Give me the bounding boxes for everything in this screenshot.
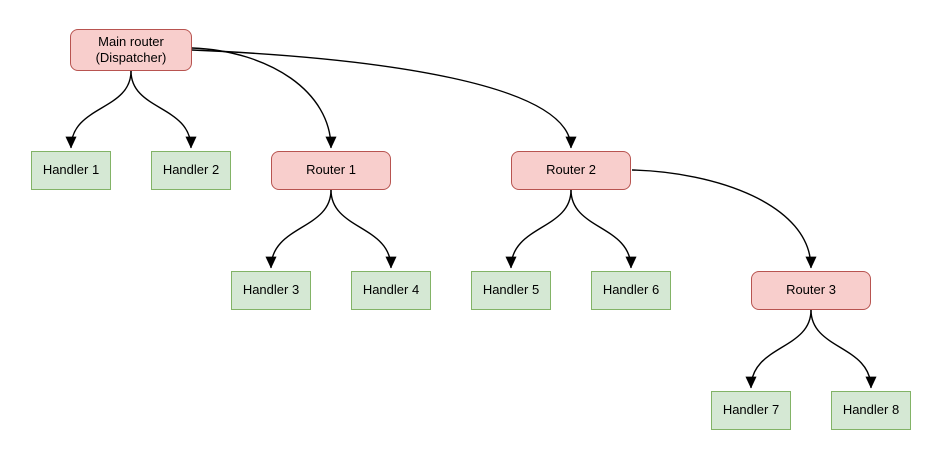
edge-router-1-to-handler-4 [330,189,397,269]
node-label: Handler 6 [602,282,660,298]
edge-router-1-to-handler-3 [265,189,332,269]
edge-main-to-handler-2 [130,70,197,149]
node-handler-7: Handler 7 [711,391,791,430]
edge-main-to-router-1 [191,47,337,149]
node-label: Handler 2 [162,162,220,178]
node-router-2: Router 2 [511,151,631,190]
edge-main-to-handler-1 [65,70,132,149]
edge-router-2-to-handler-5 [505,189,572,269]
edge-router-2-to-handler-6 [570,189,637,269]
node-label: Router 2 [546,162,596,178]
node-label: Router 3 [786,282,836,298]
edge-router-3-to-handler-7 [745,309,812,389]
node-handler-4: Handler 4 [351,271,431,310]
edge-main-to-router-2 [191,49,577,149]
node-label: Handler 1 [42,162,100,178]
node-handler-5: Handler 5 [471,271,551,310]
node-label: Handler 5 [482,282,540,298]
node-handler-8: Handler 8 [831,391,911,430]
node-router-3: Router 3 [751,271,871,310]
node-label: Main router (Dispatcher) [95,33,167,65]
node-label: Handler 3 [242,282,300,298]
node-handler-3: Handler 3 [231,271,311,310]
node-handler-6: Handler 6 [591,271,671,310]
node-handler-1: Handler 1 [31,151,111,190]
node-label: Handler 8 [842,402,900,418]
node-main-router: Main router (Dispatcher) [70,29,192,71]
node-handler-2: Handler 2 [151,151,231,190]
edge-router-2-to-router-3 [631,169,817,269]
node-label: Router 1 [306,162,356,178]
node-router-1: Router 1 [271,151,391,190]
node-label: Handler 7 [722,402,780,418]
edge-router-3-to-handler-8 [810,309,877,389]
node-label: Handler 4 [362,282,420,298]
